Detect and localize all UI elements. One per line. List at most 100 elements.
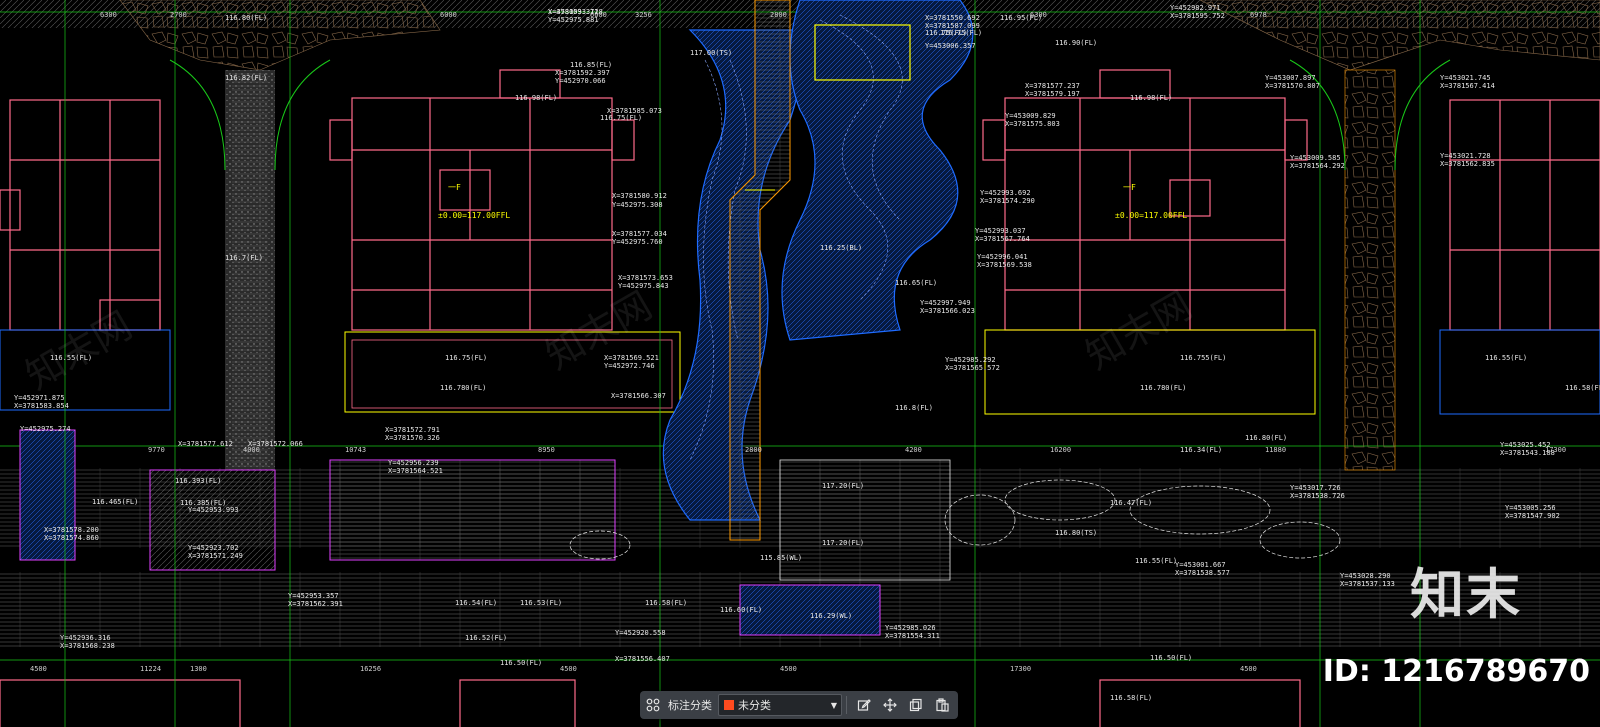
dimension-label: 6978 (1250, 11, 1267, 19)
coordinate-label: X=3781571.249 (188, 552, 243, 560)
move-icon[interactable] (877, 692, 903, 718)
category-selected-value: 未分类 (738, 699, 771, 712)
building-a (329, 69, 635, 331)
courtyard-a (344, 331, 681, 413)
edit-icon[interactable] (851, 692, 877, 718)
dimension-label: 17300 (1010, 665, 1031, 673)
pool-left (19, 429, 76, 561)
chevron-down-icon: ▼ (830, 700, 838, 710)
elevation-label: 116.98(FL) (515, 94, 557, 102)
coordinate-label: Y=452971.875 (14, 394, 65, 402)
dimension-label: 4500 (780, 665, 797, 673)
walkway-arc (1289, 59, 1346, 171)
dimension-label: 2700 (170, 11, 187, 19)
annotation-toolbar: 标注分类 未分类 ▼ (640, 691, 958, 719)
coordinate-label: Y=453017.726 (1290, 484, 1341, 492)
coordinate-label: Y=452953.357 (288, 592, 339, 600)
coordinate-label: X=3781538.726 (1290, 492, 1345, 500)
coordinate-label: Y=452923.702 (188, 544, 239, 552)
coordinate-label: Y=452975.308 (612, 201, 663, 209)
dimension-label: 11880 (1265, 446, 1286, 454)
coordinate-label: X=3781569.538 (977, 261, 1032, 269)
elevation-label: 116.90(FL) (1055, 39, 1097, 47)
dimension-label: 10743 (345, 446, 366, 454)
coordinate-label: X=3781595.752 (1170, 12, 1225, 20)
category-dropdown[interactable]: 未分类 ▼ (718, 694, 842, 716)
coordinate-label: X=3781537.133 (1340, 580, 1395, 588)
coordinate-label: X=3781569.521 (604, 354, 659, 362)
stone-path-right (1199, 0, 1600, 71)
coordinate-label: Y=453021.728 (1440, 152, 1491, 160)
paste-icon[interactable] (929, 692, 955, 718)
coordinate-label: X=3781562.835 (1440, 160, 1495, 168)
dimension-label: 16200 (1050, 446, 1071, 454)
coordinate-label: Y=453025.452 (1500, 441, 1551, 449)
elevation-label: 116.55(FL) (50, 354, 92, 362)
elevation-label: 116.8(FL) (895, 404, 933, 412)
elevation-label: 116.465(FL) (92, 498, 138, 506)
coordinate-label: X=3781554.311 (885, 632, 940, 640)
dimension-label: 11224 (140, 665, 161, 673)
dimension-label: 6300 (100, 11, 117, 19)
copy-icon[interactable] (903, 692, 929, 718)
dimension-label: 9770 (148, 446, 165, 454)
dimension-label: 4500 (560, 665, 577, 673)
coordinate-label: X=3781547.902 (1505, 512, 1560, 520)
coordinate-label: Y=452996.041 (977, 253, 1028, 261)
coordinate-label: X=3781572.066 (248, 440, 303, 448)
elevation-label: 116.780(FL) (440, 384, 486, 392)
elevation-label: 116.75(FL) (925, 29, 967, 37)
garden-islands (569, 479, 1341, 560)
coordinate-label: X=3781572.791 (385, 426, 440, 434)
coordinate-label: X=3781580.912 (612, 192, 667, 200)
courtyard-b (984, 329, 1316, 415)
coordinate-label: Y=452920.558 (615, 629, 666, 637)
coordinate-label: X=3781568.238 (60, 642, 115, 650)
coordinate-label: Y=452956.239 (388, 459, 439, 467)
elevation-label: 116.780(FL) (1140, 384, 1186, 392)
coordinate-label: Y=452975.274 (20, 425, 71, 433)
coordinate-label: X=3781538.577 (1175, 569, 1230, 577)
pool-mid-left (329, 459, 616, 561)
elevation-label: 116.75(FL) (600, 114, 642, 122)
coordinate-label: X=3781564.292 (1290, 162, 1345, 170)
central-plaza (779, 459, 951, 581)
coordinate-label: Y=452993.037 (975, 227, 1026, 235)
elevation-label: 116.65(FL) (895, 279, 937, 287)
walkway-arc (1394, 59, 1451, 171)
elevation-label: 116.50(FL) (1150, 654, 1192, 662)
annotation-category-label: 标注分类 (668, 699, 712, 712)
dimension-label: 4000 (243, 446, 260, 454)
dimension-label: 4500 (1240, 665, 1257, 673)
coordinate-label: Y=453001.667 (1175, 561, 1226, 569)
coordinate-label: X=3781570.326 (385, 434, 440, 442)
dimension-label: 2800 (770, 11, 787, 19)
coordinate-label: Y=453021.745 (1440, 74, 1491, 82)
walkway-arc (169, 59, 226, 171)
elevation-label: 116.75(FL) (445, 354, 487, 362)
coordinate-label: X=3781574.290 (980, 197, 1035, 205)
coordinate-labels: X=3781593.128Y=452975.881X=3781592.397Y=… (14, 4, 1560, 663)
stone-path-left (119, 0, 441, 71)
pool-lower-left (149, 469, 276, 571)
coordinate-label: Y=452975.760 (612, 238, 663, 246)
dimension-label: 2800 (745, 446, 762, 454)
category-grid-icon[interactable] (640, 692, 666, 718)
coordinate-label: X=3781550.692 (925, 14, 980, 22)
building-right-edge (1449, 99, 1600, 331)
grid-lines (64, 0, 1421, 727)
building-floor-label: ±0.00=117.00FFL (438, 211, 510, 220)
dimension-label: 17300 (1545, 446, 1566, 454)
coordinate-label: Y=452936.316 (60, 634, 111, 642)
courtyard-right-edge (1439, 329, 1600, 415)
dimension-label: 4200 (905, 446, 922, 454)
building-floor-label: 一F (1123, 183, 1136, 192)
coordinate-label: X=3781573.653 (618, 274, 673, 282)
coordinate-label: Y=452982.971 (1170, 4, 1221, 12)
elevation-label: 116.85(FL) (570, 61, 612, 69)
elevation-label: 116.47(FL) (1110, 499, 1152, 507)
